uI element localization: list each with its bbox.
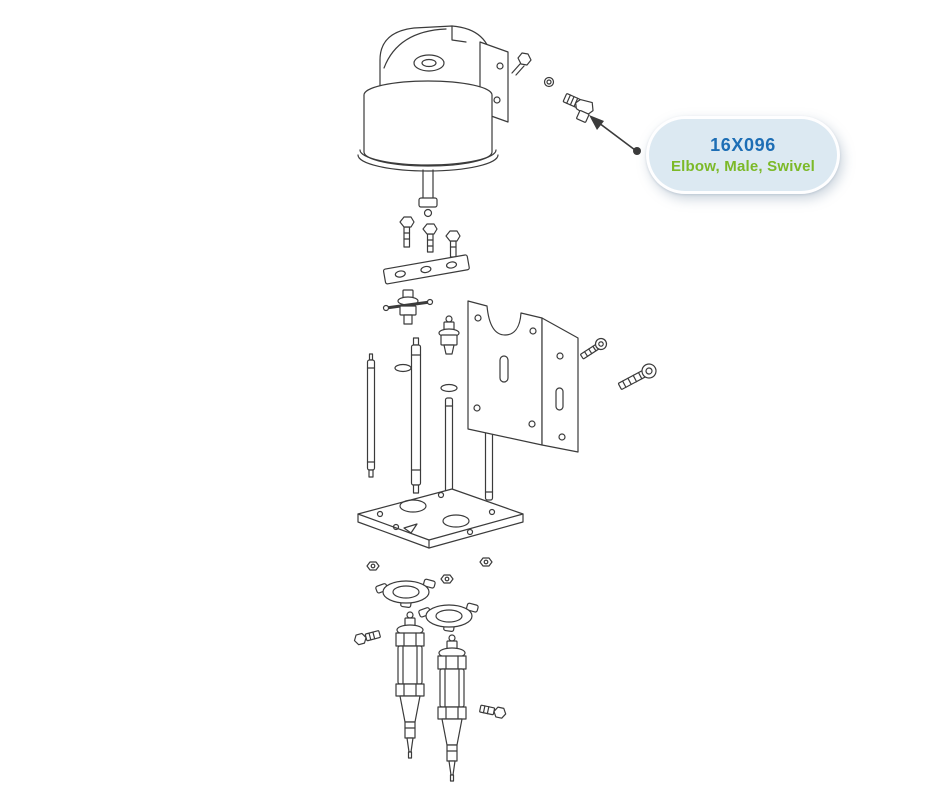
hose-fitting-right — [479, 704, 507, 719]
air-motor — [357, 25, 509, 218]
pump-lower-right — [437, 634, 467, 782]
part-callout[interactable]: 16X096 Elbow, Male, Swivel — [646, 116, 840, 194]
arrow-head — [589, 115, 604, 130]
hose-fitting-left — [353, 630, 381, 646]
callout-arrow — [589, 115, 641, 155]
inlet-fitting-right — [438, 315, 460, 355]
mounting-bracket — [467, 300, 579, 453]
tri-clamps — [375, 578, 479, 632]
arrow-dot — [633, 147, 641, 155]
part-name: Elbow, Male, Swivel — [670, 158, 816, 175]
part-number: 16X096 — [710, 135, 776, 155]
o-rings — [394, 363, 458, 393]
elbow-fitting[interactable] — [559, 92, 596, 124]
junction-plate — [382, 254, 470, 285]
plate-nuts — [366, 557, 493, 584]
mounting-bolts — [399, 216, 461, 258]
motor-fasteners — [511, 52, 555, 88]
bracket-screws — [580, 337, 657, 390]
base-plate — [357, 488, 524, 549]
inlet-fitting-left — [382, 289, 434, 325]
pump-lower-left — [395, 611, 425, 759]
